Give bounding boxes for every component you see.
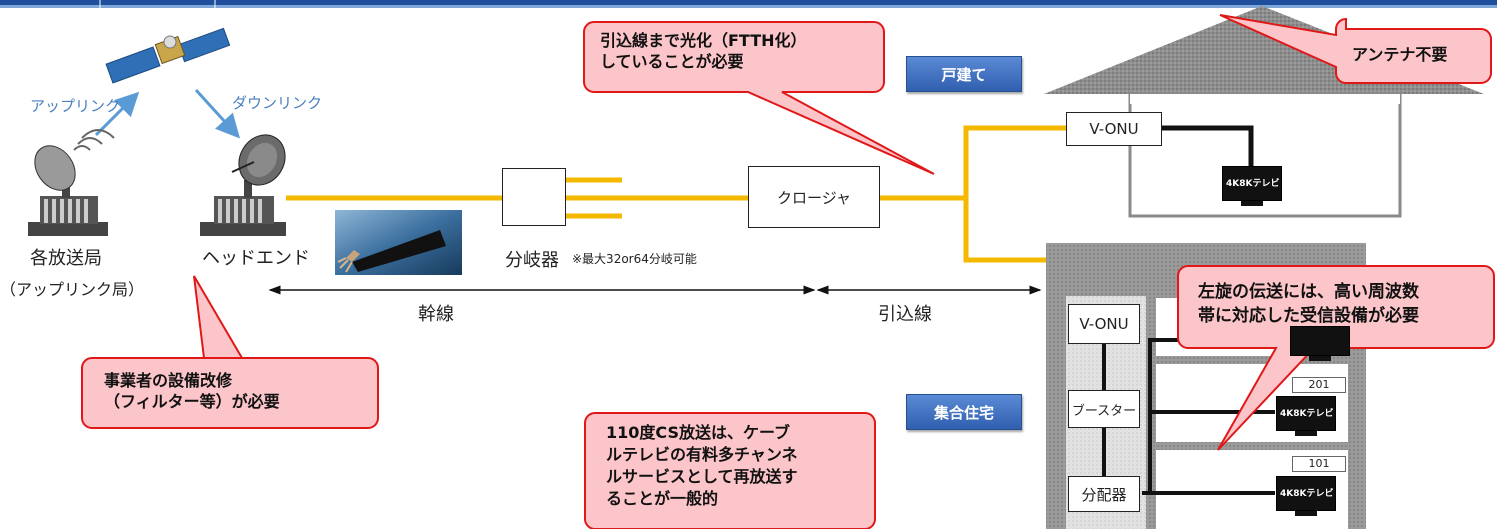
splitter-box	[502, 168, 566, 226]
callout-line: 事業者の設備改修	[104, 371, 233, 390]
callout-line: 左旋の伝送には、高い周波数	[1198, 282, 1419, 302]
left-rotation-callout-text: 左旋の伝送には、高い周波数 帯に対応した受信設備が必要	[1198, 280, 1419, 328]
tv-label: 4K8Kテレビ	[1226, 179, 1280, 189]
trunk-label: 幹線	[418, 304, 454, 325]
downlink-label: ダウンリンク	[232, 94, 323, 112]
closure-box: クロージャ	[748, 166, 880, 228]
broadcaster-sub-label: （アップリンク局）	[0, 280, 145, 299]
room-number-201: 201	[1292, 377, 1346, 393]
top-bar	[0, 0, 1497, 5]
vonu-house-box: V-ONU	[1066, 112, 1162, 146]
tv-label: 4K8Kテレビ	[1280, 489, 1334, 499]
callout-line: 110度CS放送は、ケーブ	[606, 423, 791, 442]
callout-shapes	[81, 14, 1495, 529]
cs110-callout-text: 110度CS放送は、ケーブ ルテレビの有料多チャンネ ルサービスとして再放送す …	[606, 422, 798, 510]
callout-line: 引込線まで光化（FTTH化）	[600, 31, 807, 50]
headend-label: ヘッドエンド	[202, 248, 310, 269]
callout-line: していることが必要	[600, 52, 744, 71]
callout-line: （フィルター等）が必要	[104, 392, 280, 411]
room-number-101: 101	[1292, 456, 1346, 472]
ftth-callout-text: 引込線まで光化（FTTH化） していることが必要	[600, 30, 807, 72]
downlink-arrow	[194, 88, 241, 139]
tv-201-icon: 4K8Kテレビ	[1276, 396, 1336, 436]
distributor-box: 分配器	[1068, 476, 1140, 512]
tv-101-icon: 4K8Kテレビ	[1276, 476, 1336, 516]
house-coax-line	[1160, 125, 1254, 168]
callout-line: 帯に対応した受信設備が必要	[1198, 306, 1419, 326]
headend-icon	[200, 134, 286, 236]
uplink-arrow	[94, 91, 140, 137]
broadcaster-label: 各放送局	[30, 248, 102, 269]
tv-label: 4K8Kテレビ	[1280, 409, 1334, 419]
uplink-label: アップリンク	[30, 97, 121, 115]
antenna-callout-text: アンテナ不要	[1352, 44, 1447, 65]
broadcaster-station-icon	[28, 129, 115, 236]
callout-line: アンテナ不要	[1352, 45, 1448, 64]
splitter-note: ※最大32or64分岐可能	[572, 252, 697, 266]
booster-box: ブースター	[1068, 390, 1140, 428]
cable-photo	[335, 210, 462, 275]
vonu-apt-box: V-ONU	[1068, 304, 1140, 344]
callout-line: ることが一般的	[606, 489, 719, 508]
callout-line: ルテレビの有料多チャンネ	[606, 445, 798, 464]
splitter-label: 分岐器	[505, 250, 559, 271]
tv-301-icon	[1290, 326, 1350, 361]
dropline-label: 引込線	[878, 304, 932, 325]
callout-line: ルサービスとして再放送す	[606, 467, 798, 486]
apartment-tag: 集合住宅	[906, 394, 1022, 430]
detached-tag: 戸建て	[906, 56, 1022, 92]
satellite-icon	[105, 27, 231, 84]
tv-house-icon: 4K8Kテレビ	[1222, 166, 1282, 206]
operator-callout-text: 事業者の設備改修 （フィルター等）が必要	[104, 370, 280, 412]
